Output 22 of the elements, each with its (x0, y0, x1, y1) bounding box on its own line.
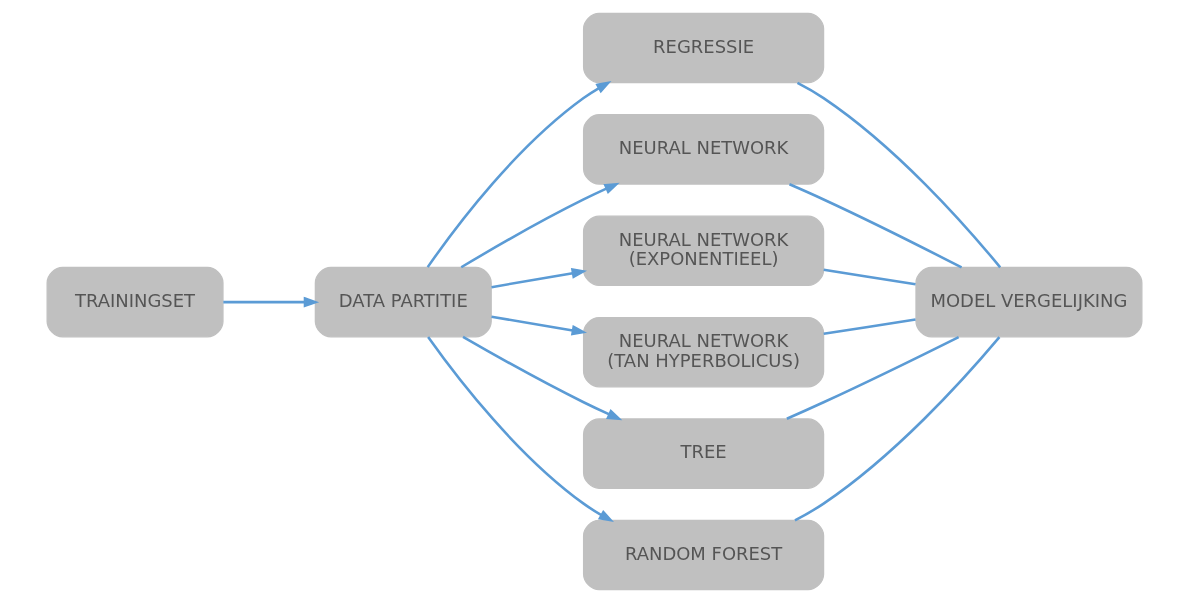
connector (788, 183, 962, 269)
node-box: TREE (582, 418, 824, 489)
connector (823, 318, 916, 336)
arrow (426, 81, 611, 268)
connector (785, 335, 959, 420)
arrow (460, 182, 620, 269)
arrow (490, 315, 587, 336)
connector (793, 336, 1000, 522)
arrow (490, 267, 587, 289)
node-box: DATA PARTITIE (314, 266, 492, 338)
arrow (426, 336, 614, 523)
connector (796, 81, 1001, 269)
connector (823, 268, 916, 286)
node-box: NEURAL NETWORK (TAN HYPERBOLICUS) (582, 316, 824, 388)
node-box: NEURAL NETWORK (EXPONENTIEEL) (582, 215, 824, 287)
node-box: REGRESSIE (582, 12, 824, 84)
arrow (461, 335, 622, 421)
arrow (222, 296, 319, 308)
node-box: RANDOM FOREST (582, 519, 824, 591)
node-box: TRAININGSET (46, 266, 224, 338)
node-box: NEURAL NETWORK (582, 114, 824, 185)
node-box: MODEL VERGELIJKING (914, 266, 1142, 338)
